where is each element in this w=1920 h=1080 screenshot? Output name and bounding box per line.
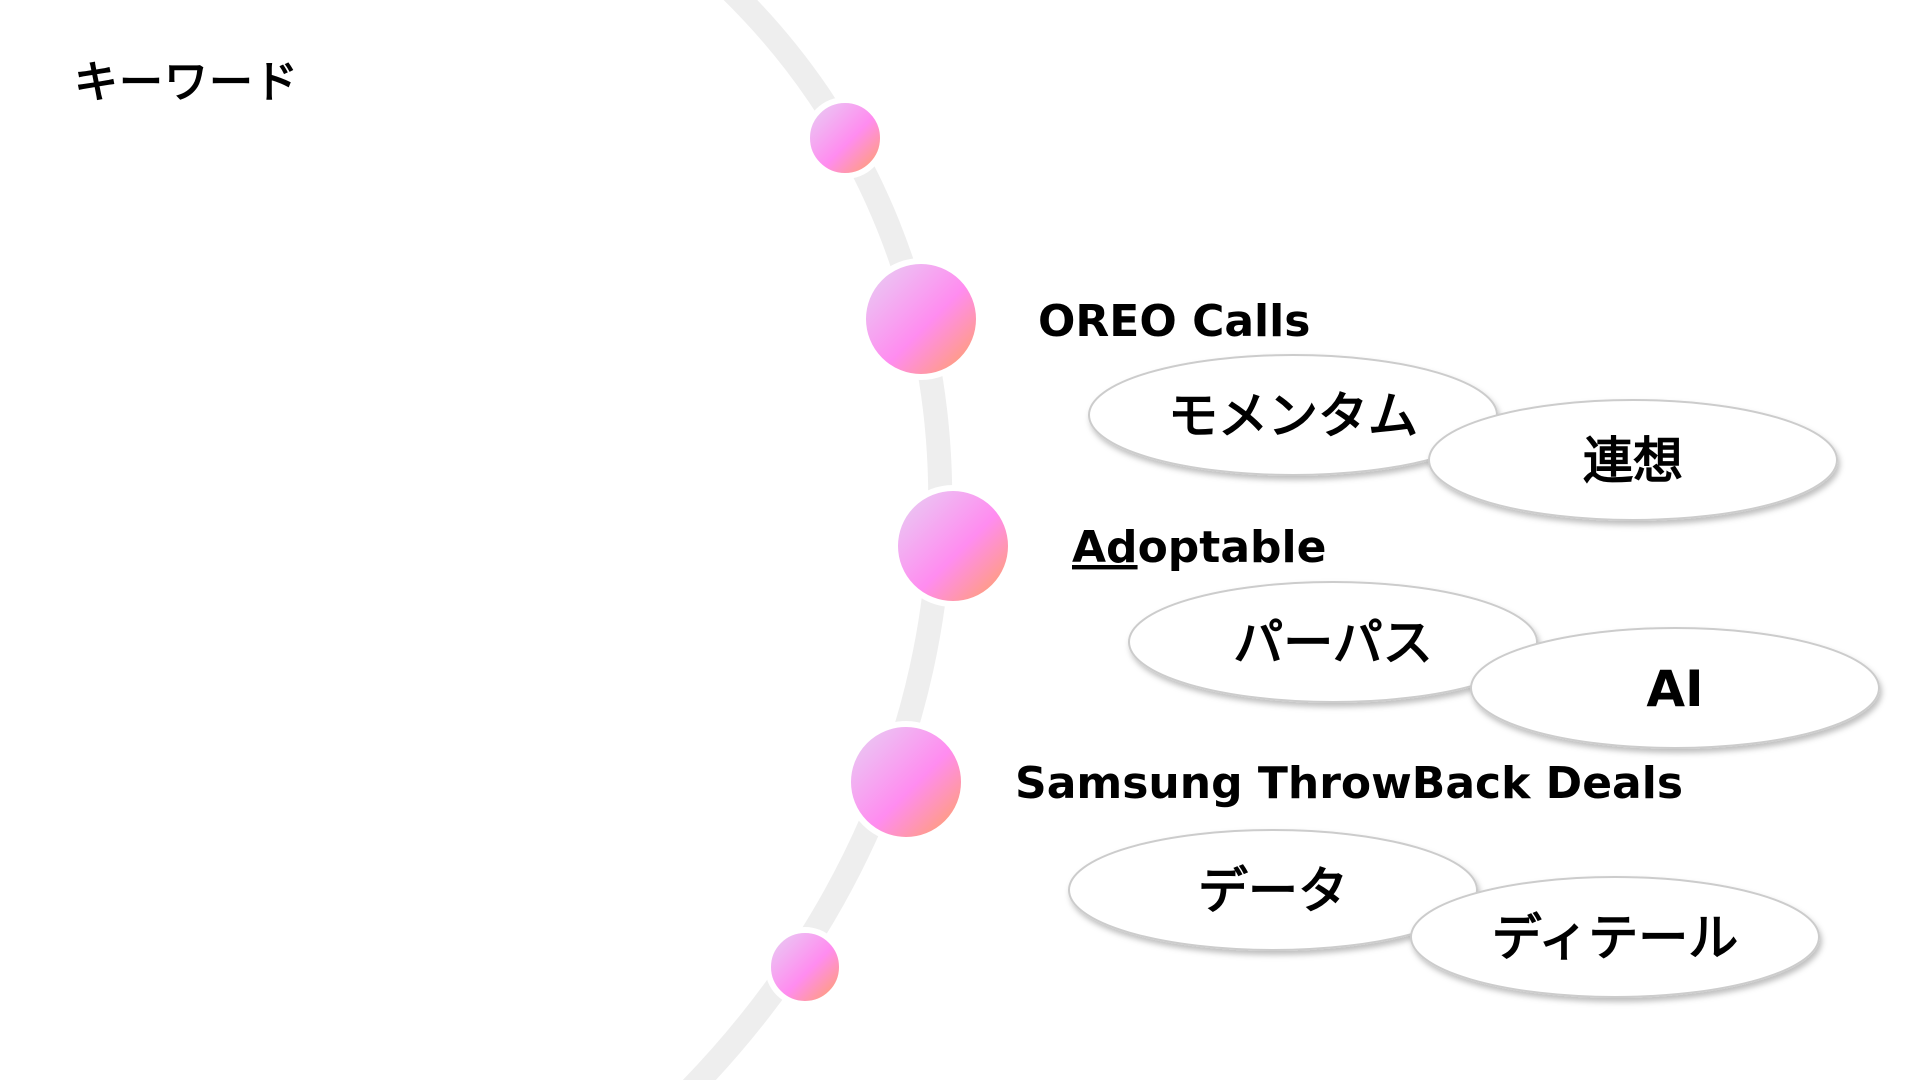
keyword-text: パーパス (1233, 614, 1433, 672)
keyword-bubble: 連想 (1428, 399, 1838, 521)
slide-title: キーワード (74, 57, 299, 108)
topic-label-samsung: Samsung ThrowBack Deals (1015, 758, 1683, 809)
topic-label-adoptable-underlined: Ad (1072, 522, 1138, 573)
topic-label-oreo: OREO Calls (1038, 296, 1310, 347)
node-samsung (845, 721, 967, 843)
node-small-bottom (765, 927, 845, 1007)
node-small-top (804, 97, 886, 179)
keyword-text: データ (1198, 862, 1348, 920)
keyword-bubble: モメンタム (1088, 354, 1498, 476)
keyword-bubble: データ (1068, 829, 1478, 951)
topic-label-adoptable-rest: optable (1138, 522, 1327, 573)
keyword-text: ディテール (1492, 909, 1739, 967)
keyword-bubble: パーパス (1128, 581, 1538, 703)
keyword-bubble: ディテール (1410, 876, 1820, 998)
keyword-text: 連想 (1583, 432, 1683, 490)
keyword-bubble: AI (1470, 627, 1880, 749)
node-oreo (860, 258, 982, 380)
node-adoptable (892, 485, 1014, 607)
keyword-text: モメンタム (1168, 387, 1418, 445)
topic-label-adoptable: Adoptable (1072, 522, 1326, 573)
keyword-text: AI (1646, 660, 1703, 718)
